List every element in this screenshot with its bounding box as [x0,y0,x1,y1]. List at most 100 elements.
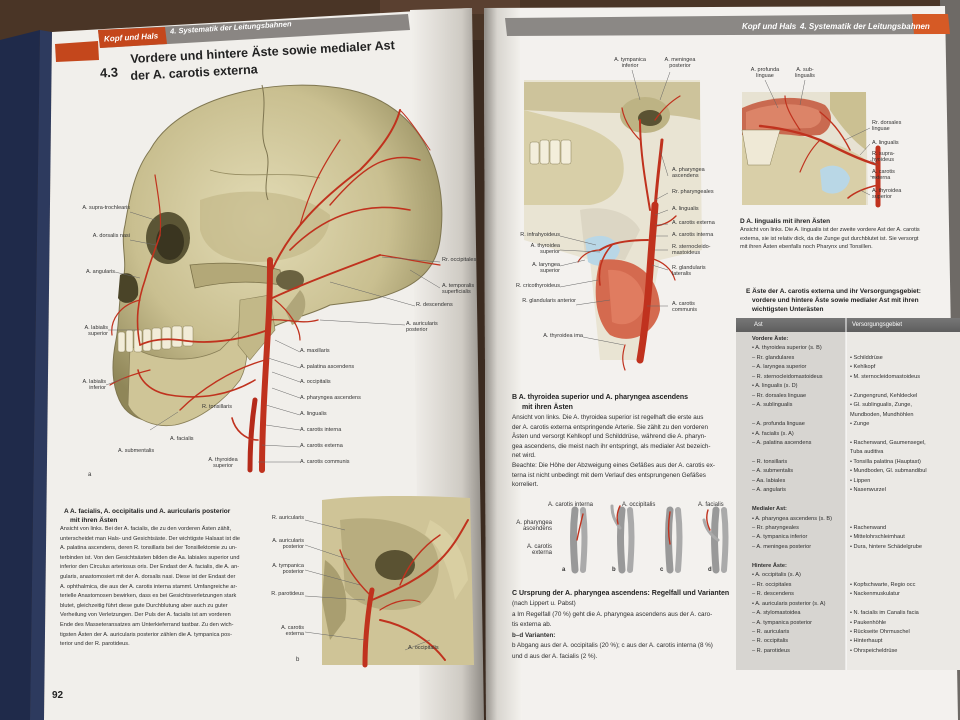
table-right-cell: • Dura, hintere Schädelgrube [850,543,922,550]
table-left-cell: – Rr. glandulares [752,354,795,361]
caption-b-line: net wird. [512,452,536,460]
figb-label-parotideus: R. parotideus [271,591,304,597]
ling-label-lingualis: A. lingualis [872,140,899,146]
label-pharyngea-ascendens: A. pharyngea ascendens [300,395,361,401]
c-letter-b: b [612,567,616,573]
caption-d-line: externa, sie ist relativ dick, da die Zu… [740,235,919,242]
figure-b-letter: b [296,657,300,663]
caption-b-line: Ästen und versorgt Kehlkopf und Schilddr… [512,433,707,441]
table-left-cell: • A. thyroidea superior (s. B) [752,345,822,352]
table-left-cell: – R. auricularis [752,628,790,635]
table-left-cell: – R. sternocleidomastoideus [752,373,823,380]
label-angularis: A. angularis [85,269,115,275]
section-number: 4.3 [99,64,119,81]
caption-c-line: b–d Varianten: [512,631,556,639]
label-carotis-interna: A. carotis interna [300,427,342,433]
table-left-cell: – R. parotideus [752,647,790,654]
table-left-cell: – A. angularis [752,487,786,494]
table-header-bar [736,318,960,332]
ling-label-suprahyoideus: R. supra-hyoideus [872,151,895,163]
figb-label-auricularis-posterior: A. auricularis posterior [272,538,304,550]
nb-label-cricothyroideus: R. cricothyroideus [515,283,560,289]
table-left-cell: – A. meningea posterior [752,543,812,550]
table-right-cell: • Rachenwand, Gaumensegel, [850,439,926,446]
label-rr-occipitales: Rr. occipitales [442,257,477,263]
table-left-cell: – A. profunda linguae [752,421,805,428]
c-label-pharyngea-ascendens: A. pharyngea ascendens [516,520,552,532]
caption-c-line: a Im Regelfall (70 %) geht die A. pharyn… [512,610,713,618]
label-carotis-communis: A. carotis communis [300,459,350,465]
figb-label-occipitalis: A. occipitalis [408,645,439,651]
caption-a-line: blutet, gleichzeitig führt diese gute Du… [60,602,228,609]
table-head-ast: Ast [754,322,763,328]
nb-label-lingualis: A. lingualis [672,206,699,212]
table-left-cell: – R. occipitalis [752,638,789,645]
caption-a-line: tigsten Ästen der A. auricularis posteri… [60,631,232,638]
label-labialis-inferior: A. labialis inferior [82,379,106,391]
table-right-cell: • Kehlkopf [850,364,876,371]
table-right-cell: • Ohrspeicheldrüse [850,647,898,654]
table-right-cell: • Hinterhaupt [850,638,883,645]
ling-label-thyroidea-superior: A. thyroidea superior [872,188,902,200]
caption-a-line: Verheilung von Verletzungen. Der Puls de… [60,612,231,619]
label-palatina-ascendens: A. palatina ascendens [300,364,355,370]
caption-a-title: A A. facialis, A. occipitalis und A. aur… [64,508,231,515]
table-left-cell: • A. pharyngea ascendens (s. B) [752,515,833,522]
ling-label-dorsales: Rr. dorsales linguae [872,120,902,132]
caption-b-line: korreliert. [512,481,539,489]
table-left-cell: – Aa. labiales [752,477,786,484]
page-number: 92 [52,690,64,701]
table-left-cell: – Rr. occipitales [752,581,792,588]
label-dorsalis-nasi: A. dorsalis nasi [92,233,130,239]
label-temporalis-superficialis: A. temporalis superficialis [442,283,475,295]
caption-a-line: gularis, anastomosiert mit der A. dorsal… [60,574,236,580]
nb-label-glandularis-lateralis: R. glandularis lateralis [672,265,706,277]
figure-b-ear-illustration [304,495,474,668]
table-left-cell: Vordere Äste: [752,336,789,342]
table-left-cell: – R. descendens [752,591,794,598]
caption-b-title: B A. thyroidea superior und A. pharyngea… [512,394,689,401]
nb-label-laryngea-superior: A. laryngea superior [532,262,560,274]
table-left-cell: – A. laryngea superior [752,364,807,371]
table-right-cell: • M. sternocleidomastoideus [850,373,921,380]
table-right-cell: • Paukenhöhle [850,619,887,626]
nb-label-meningea-posterior: A. meningea posterior [664,57,696,69]
table-right-column-bg [846,332,960,670]
right-header-chapter: 4. Systematik der Leitungsbahnen [800,22,930,31]
label-submentalis: A. submentalis [118,448,155,454]
c-label-carotis-interna: A. carotis interna [548,502,594,508]
table-left-cell: – Rr. dorsales linguae [752,392,807,399]
label-r-descendens: R. descendens [416,302,453,308]
caption-c-title: C Ursprung der A. pharyngea ascendens: R… [512,590,730,597]
caption-a-line: unterscheidet man Hals- und Gesichtsäste… [60,535,241,542]
table-title-line1: E Äste der A. carotis externa und ihr Ve… [746,288,921,295]
label-thyroidea-superior: A. thyroidea superior [208,457,238,469]
table-left-cell: Medialer Ast: [752,506,787,513]
table-right-cell: • Schilddrüse [850,354,883,361]
c-label-carotis-externa: A. carotis externa [526,544,552,556]
table-right-cell: • Zunge [850,421,870,428]
table-right-cell: • Rückseite Ohrmuschel [850,628,910,635]
table-right-cell: • Mundboden, Gl. submandibul [850,468,927,475]
label-facialis: A. facialis [170,436,194,442]
figure-a-letter: a [88,472,92,478]
table-left-cell: – R. tonsillaris [752,458,788,465]
table-right-cell: • Tonsilla palatina (Hauptast) [850,458,921,465]
caption-a-line: terielle Anastomosen bewirken, dass es b… [60,593,237,600]
caption-b-subtitle: mit ihren Ästen [522,404,573,411]
table-left-cell: – A. stylomastoidea [752,610,801,617]
table-right-cell: • N. facialis im Canalis facia [850,610,919,617]
c-letter-a: a [562,567,566,573]
caption-c-line: tis externa ab. [512,621,552,629]
nb-label-pharyngea-ascendens: A. pharyngea ascendens [672,167,705,179]
table-right-cell: • Lippen [850,477,871,484]
artery-network [109,109,441,473]
c-letter-c: c [660,567,664,573]
label-lingualis: A. lingualis [300,411,327,417]
caption-a-line: Ende des Masseteransatzes am Unterkiefer… [60,622,234,628]
caption-b-line: Beachte: Die Höhe der Abzweigung eines G… [512,462,716,469]
table-right-cell: • Zungengrund, Kehldeckel [850,392,918,399]
table-left-cell: • A. lingualis (s. D) [752,383,798,390]
label-r-tonsillaris: R. tonsillaris [202,404,232,410]
